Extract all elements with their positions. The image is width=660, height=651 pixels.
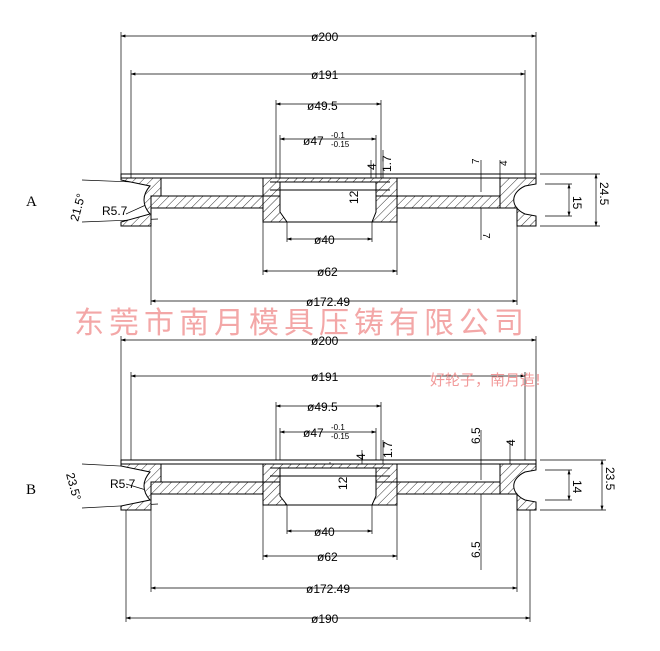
dim-b-190: ø190	[311, 612, 339, 626]
view-a-annotations: ø200 ø191 ø49.5 ø47 -0.1 -0.15 ø40 ø62 ø…	[67, 30, 611, 309]
dim-a-7-top: 7	[471, 158, 482, 164]
slogan-text: 好轮子，南月造!	[430, 371, 541, 389]
dim-a-200: ø200	[311, 30, 339, 44]
dim-a-47-tol-lower: -0.15	[331, 140, 350, 149]
dim-a-24-5: 24.5	[597, 182, 611, 206]
dim-b-6-5-top: 6.5	[469, 427, 483, 444]
view-a: A	[26, 30, 611, 309]
dim-a-49-5: ø49.5	[307, 99, 338, 113]
dim-a-191: ø191	[311, 68, 339, 82]
view-a-dimension-lines	[81, 34, 600, 303]
dim-b-40: ø40	[314, 525, 335, 539]
dim-a-62: ø62	[317, 265, 338, 279]
view-b: B	[26, 334, 617, 626]
dim-b-6-5-bot: 6.5	[469, 541, 483, 558]
view-b-section	[120, 459, 537, 511]
dim-b-49-5: ø49.5	[307, 400, 338, 414]
dim-a-47: ø47	[303, 134, 324, 148]
view-a-extension-lines	[120, 32, 537, 305]
dim-b-172-49: ø172.49	[306, 582, 350, 596]
dim-b-rim-4: 4	[504, 439, 518, 446]
dim-a-hub-4: 4	[365, 163, 379, 170]
dim-b-hub-4: 4	[354, 453, 368, 460]
view-a-section	[120, 173, 537, 227]
dim-a-12: 12	[347, 190, 361, 204]
dim-b-200: ø200	[311, 334, 339, 348]
dim-b-62: ø62	[317, 550, 338, 564]
dim-b-23-5: 23.5	[603, 467, 617, 491]
dim-b-47-tol-upper: -0.1	[331, 423, 345, 432]
dim-a-7-bot: 7	[480, 233, 491, 239]
company-watermark: 东莞市南月模具压铸有限公司	[74, 306, 529, 341]
dim-a-angle: 21.5°	[67, 192, 88, 223]
dim-b-191: ø191	[311, 370, 339, 384]
view-b-label: B	[26, 482, 36, 498]
dim-a-rim-4: 4	[499, 160, 510, 166]
dim-a-172-49: ø172.49	[306, 295, 350, 309]
view-b-annotations: ø200 ø191 ø49.5 ø47 -0.1 -0.15 ø40 ø62 ø…	[63, 334, 617, 626]
dim-a-47-tol-upper: -0.1	[331, 131, 345, 140]
dim-b-47-tol-lower: -0.15	[331, 432, 350, 441]
dim-b-47: ø47	[303, 426, 324, 440]
dim-b-14: 14	[570, 480, 584, 494]
dim-b-angle: 23.5°	[63, 471, 84, 502]
dim-a-40: ø40	[314, 233, 335, 247]
dim-b-1-7: 1.7	[381, 441, 395, 458]
dim-b-12: 12	[336, 476, 350, 490]
dim-a-15: 15	[570, 196, 584, 210]
view-a-label: A	[26, 194, 37, 210]
dim-b-radius: R5.7	[110, 477, 136, 491]
dim-a-radius: R5.7	[102, 204, 128, 218]
dim-a-1-7: 1.7	[380, 155, 394, 172]
